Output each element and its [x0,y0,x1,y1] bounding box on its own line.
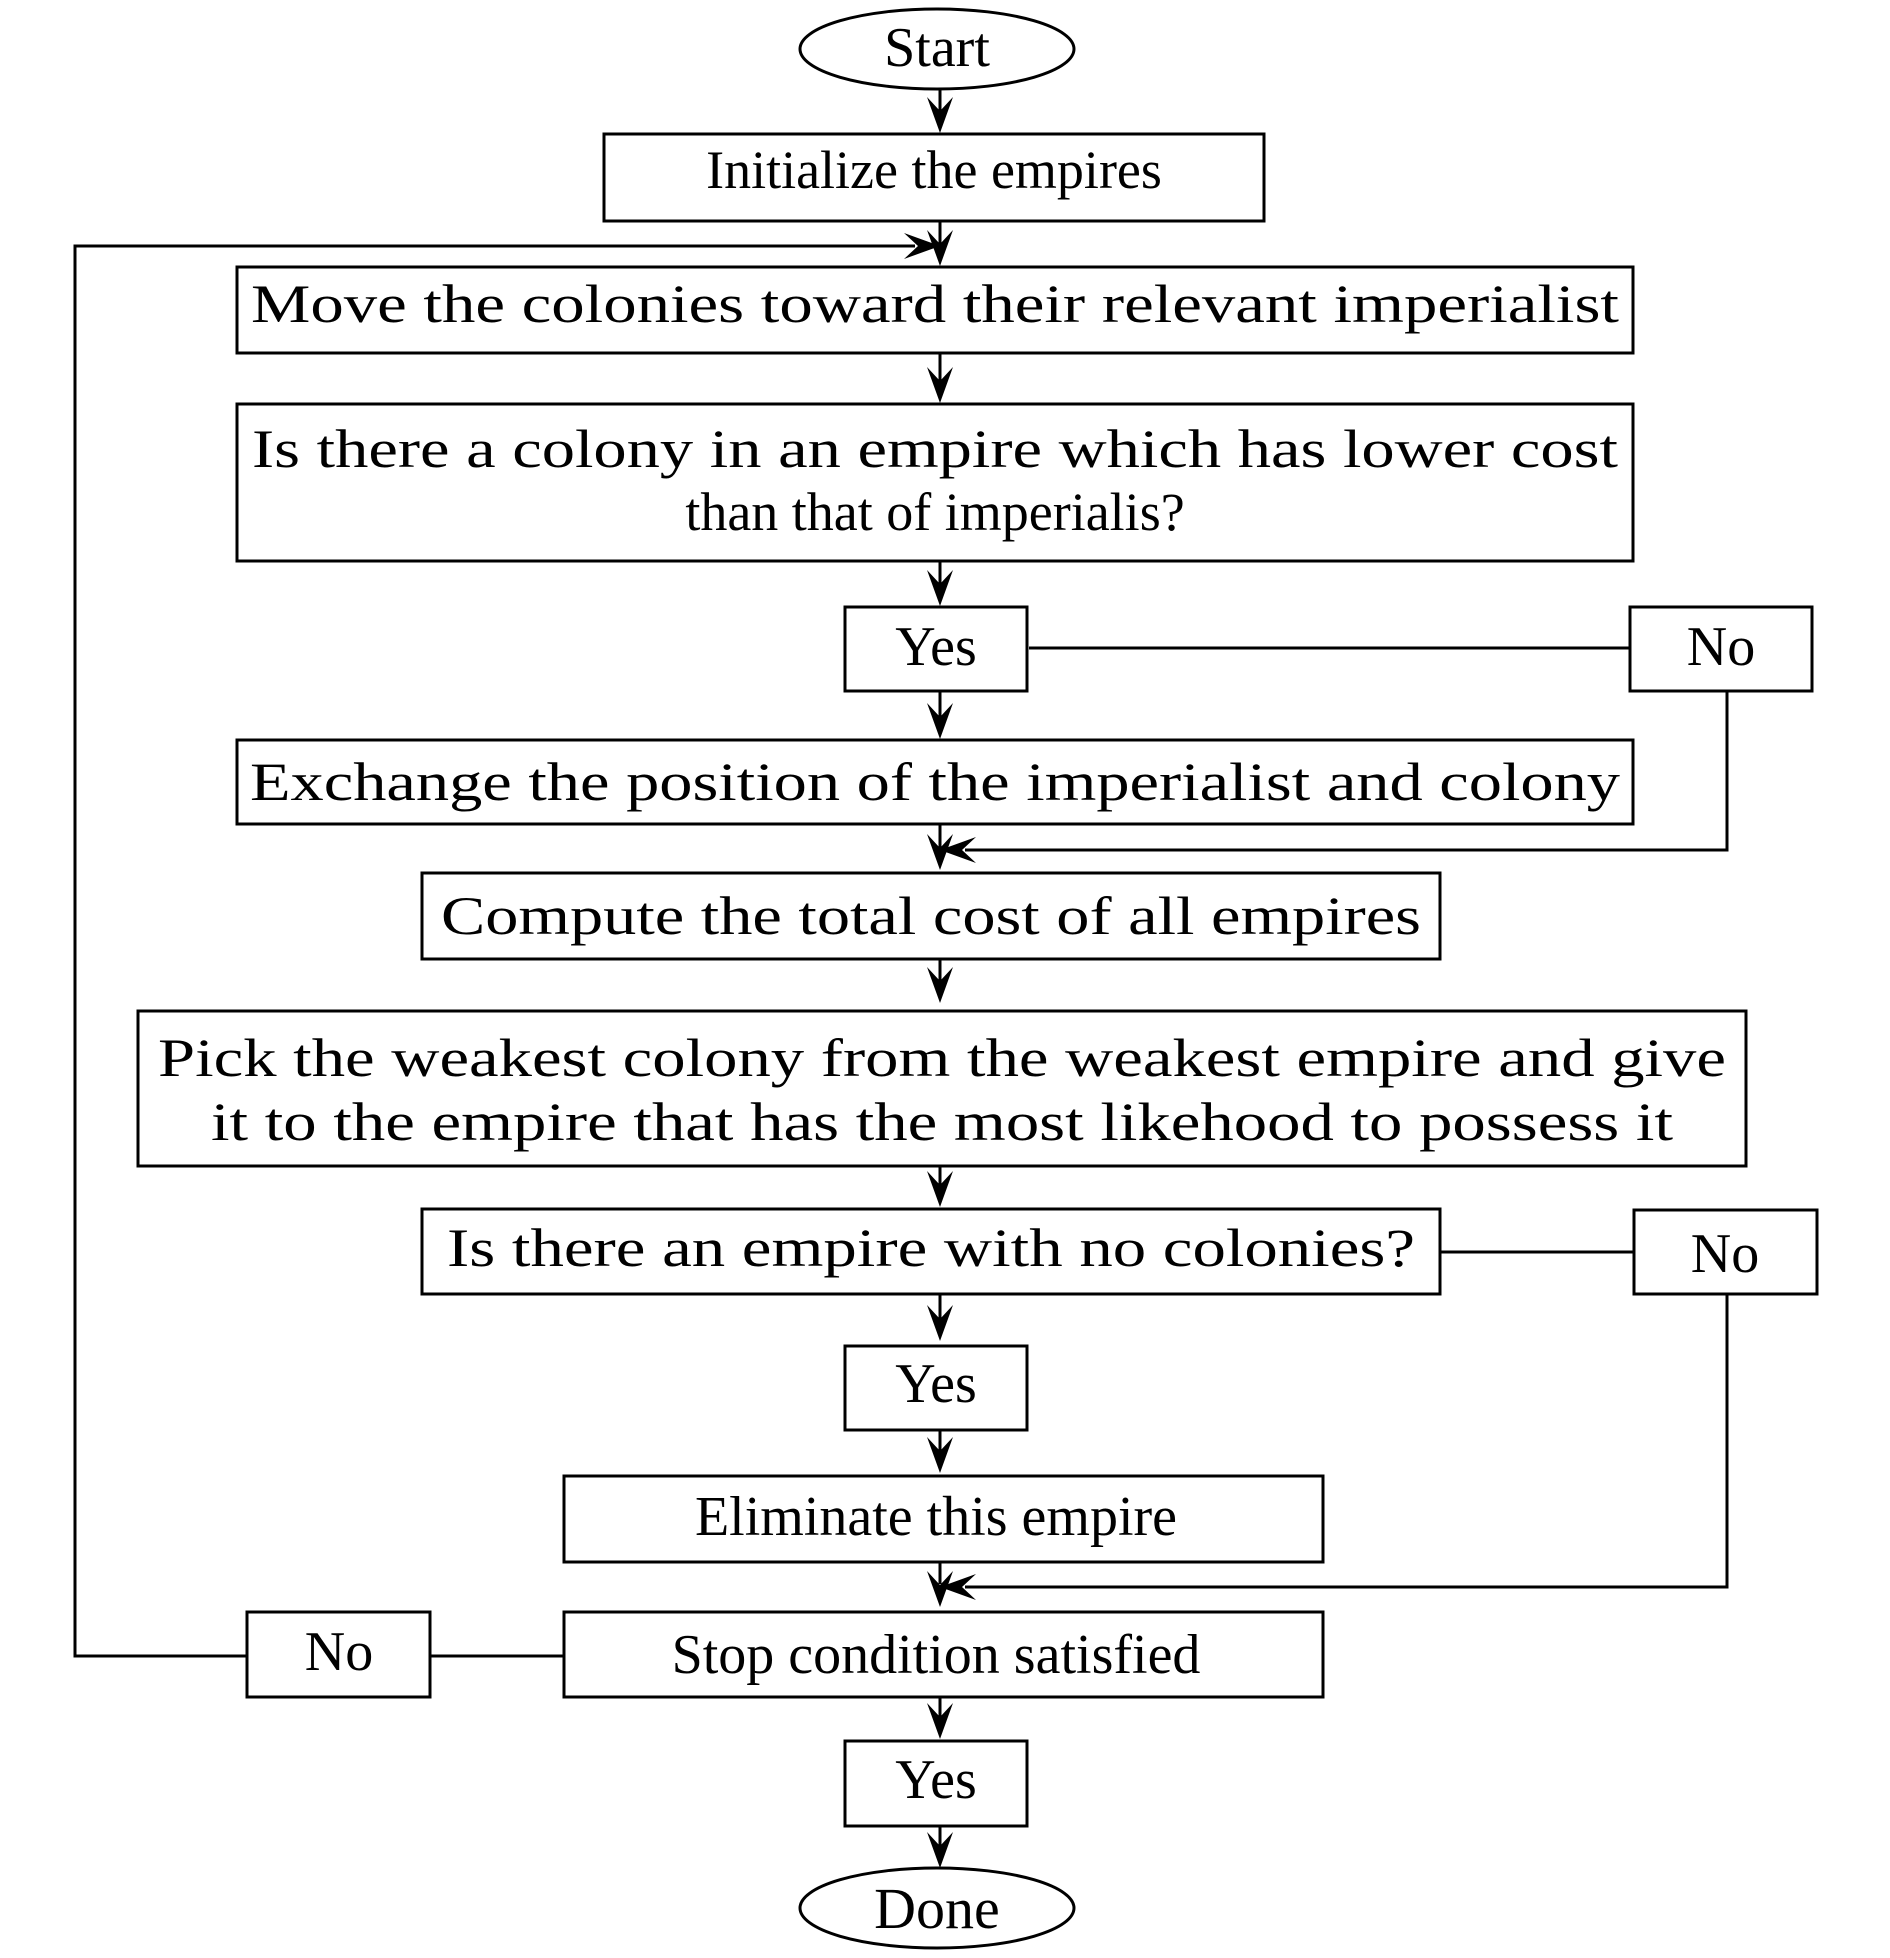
compute-cost-node: Compute the total cost of all empires [420,871,1442,961]
no-3-node: No [245,1610,432,1699]
pick-weakest-node: Pick the weakest colony from the weakest… [136,1009,1748,1168]
connector-no1-to-compute [965,691,1729,852]
decision-lower-cost-node: Is there a colony in an empire which has… [235,402,1635,563]
done-label: Done [874,1876,1000,1941]
start-label: Start [884,17,990,79]
decision-no-colonies-node: Is there an empire with no colonies? [420,1207,1442,1296]
eliminate-node: Eliminate this empire [562,1474,1325,1564]
pick-weakest-line-2: it to the empire that has the most likeh… [211,1092,1673,1152]
move-colonies-node: Move the colonies toward their relevant … [235,265,1635,355]
arrowhead-down [927,570,953,606]
eliminate-label: Eliminate this empire [695,1486,1177,1548]
move-colonies-label: Move the colonies toward their relevant … [251,274,1619,334]
arrowheads [904,97,976,1868]
arrowhead-down [927,1703,953,1739]
arrowhead-down [927,703,953,739]
compute-cost-label: Compute the total cost of all empires [441,886,1421,946]
arrowhead-down [927,834,953,870]
no-2-node: No [1632,1208,1819,1296]
exchange-node: Exchange the position of the imperialist… [235,738,1635,826]
initialize-label: Initialize the empires [706,140,1162,200]
arrowhead-down [927,230,953,266]
arrowhead-down [927,367,953,403]
arrowhead-down [927,97,953,133]
arrowhead-down [927,1571,953,1607]
pick-weakest-line-1: Pick the weakest colony from the weakest… [158,1028,1726,1088]
start-node: Start [798,7,1076,91]
connector-no2-to-stop [965,1294,1729,1589]
arrowhead-down [927,1832,953,1868]
stop-condition-label: Stop condition satisfied [672,1624,1201,1686]
yes-1-node: Yes [843,605,1029,693]
arrowhead-left [940,837,976,863]
decision-no-colonies-label: Is there an empire with no colonies? [447,1218,1415,1278]
arrowhead-right [904,233,940,259]
yes-2-label: Yes [895,1353,976,1415]
arrowhead-down [927,967,953,1003]
initialize-node: Initialize the empires [602,132,1266,223]
no-3-label: No [305,1621,373,1683]
yes-2-node: Yes [843,1344,1029,1432]
yes-3-label: Yes [895,1749,976,1811]
decision-lower-cost-line-1: Is there a colony in an empire which has… [252,419,1618,479]
exchange-label: Exchange the position of the imperialist… [250,752,1620,812]
yes-1-label: Yes [895,616,976,678]
arrowhead-down [927,1171,953,1207]
no-1-label: No [1687,616,1755,678]
decision-lower-cost-line-2: than that of imperialis? [685,482,1184,542]
done-node: Done [798,1866,1076,1950]
arrowhead-left [940,1574,976,1600]
no-1-node: No [1628,605,1814,693]
arrowhead-down [927,1437,953,1473]
no-2-label: No [1691,1223,1759,1285]
arrowhead-down [927,1305,953,1341]
yes-3-node: Yes [843,1739,1029,1828]
stop-condition-node: Stop condition satisfied [562,1610,1325,1699]
